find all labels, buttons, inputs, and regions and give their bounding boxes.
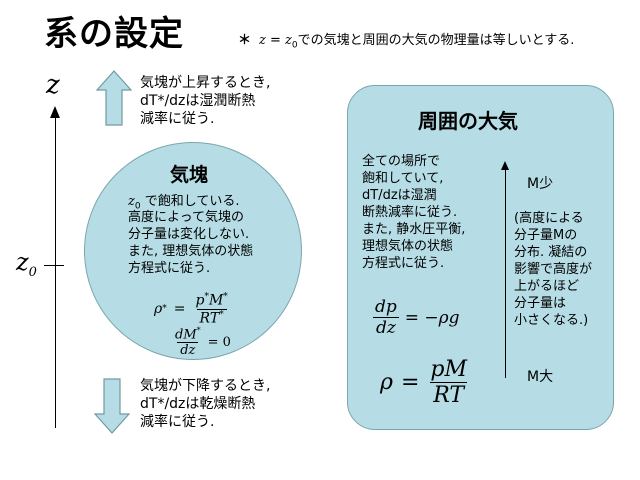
asterisk-icon: ＊ <box>238 33 252 48</box>
axis-arrowhead-icon <box>50 106 60 118</box>
note-rhs-sub: 0 <box>291 40 298 51</box>
sink-text: 気塊が下降するとき, dT*/dzは乾燥断熱 減率に従う. <box>140 378 271 430</box>
sat-base: z <box>128 194 135 209</box>
parcel-body: 高度によって気塊の 分子量は変化しない. また, 理想気体の状態 方程式に従う. <box>128 210 254 276</box>
note-rhs: z <box>285 33 292 48</box>
environment-title: 周囲の大気 <box>418 109 518 133</box>
eq3-numerator: dp <box>375 297 397 317</box>
eq4-fraction: pM RT <box>427 357 470 408</box>
eq3-rhs: = −ρg <box>404 307 460 328</box>
z0-base: z <box>16 248 29 276</box>
eq1-den-sup: * <box>219 309 224 320</box>
parcel-title: 気塊 <box>170 164 209 186</box>
parcel-saturation: z0 で飽和している. <box>128 190 239 212</box>
parcel-circle <box>84 142 302 360</box>
eq4-numerator: pM <box>430 357 467 382</box>
eq1-den-rt: RT <box>199 310 220 327</box>
eq1-lhs-sup: * <box>162 304 167 315</box>
note-eq: = <box>265 33 286 48</box>
sat-text: で飽和している. <box>140 194 240 209</box>
z0-label: z0 <box>16 248 37 280</box>
hydrostatic-equation: dp dz = −ρg <box>372 297 460 338</box>
z0-sub: 0 <box>28 264 37 280</box>
molar-mass-note: (高度による 分子量Mの 分布. 凝結の 影響で高度が 上がるほど 分子量は 小… <box>514 211 593 328</box>
molar-mass-equation: dM* dz = 0 <box>172 326 231 358</box>
eq3-denominator: dz <box>372 317 399 338</box>
z-axis-label: z <box>46 70 60 100</box>
environment-body: 全ての場所で 飽和していて, dT/dzは湿潤 断熱減率に従う. また, 静水圧… <box>362 154 466 271</box>
eq1-num-m: M <box>208 292 224 309</box>
eq2-numerator: dM* <box>172 326 204 342</box>
note-lhs: z <box>259 33 266 48</box>
eq1-fraction: p*M* RT* <box>192 292 230 326</box>
eq1-num-p: p <box>195 292 205 309</box>
eq2-num: dM <box>175 327 197 343</box>
arrow-up-icon <box>96 70 132 126</box>
eq1-num-sup1: * <box>204 292 209 302</box>
environment-box <box>347 85 614 430</box>
eq2-num-sup: * <box>196 326 201 335</box>
m-high-label: M大 <box>527 369 554 385</box>
eq4-lhs: ρ <box>380 370 393 395</box>
eq1-num-sup2: * <box>223 292 228 302</box>
eq2-rhs: = 0 <box>207 334 231 350</box>
m-low-label: M少 <box>527 176 554 192</box>
eq1-denominator: RT* <box>196 308 227 327</box>
page-title: 系の設定 <box>44 14 184 54</box>
eq3-fraction: dp dz <box>372 297 400 338</box>
rise-text: 気塊が上昇するとき, dT*/dzは湿潤断熱 減率に従う. <box>140 75 271 127</box>
z0-tick <box>44 265 64 266</box>
eq4-denominator: RT <box>430 382 468 408</box>
eq4-eq: = <box>400 370 420 395</box>
arrow-down-icon <box>94 378 130 434</box>
molar-mass-axis <box>505 168 506 378</box>
parcel-state-equation: ρ* = p*M* RT* <box>154 292 231 326</box>
eq1-eq: = <box>173 301 186 318</box>
molar-mass-arrowhead-icon <box>501 161 509 170</box>
note-text: での気塊と周囲の大気の物理量は等しいとする. <box>297 33 575 48</box>
eq1-numerator: p*M* <box>192 292 230 309</box>
sat-sub: 0 <box>134 201 141 212</box>
eq2-denominator: dz <box>177 342 199 358</box>
ideal-gas-equation: ρ = pM RT <box>380 357 470 408</box>
eq2-fraction: dM* dz <box>172 326 204 358</box>
z-axis-line <box>55 116 56 428</box>
assumption-note: ＊z = z0での気塊と周囲の大気の物理量は等しいとする. <box>238 32 574 55</box>
eq1-lhs: ρ <box>154 301 163 318</box>
